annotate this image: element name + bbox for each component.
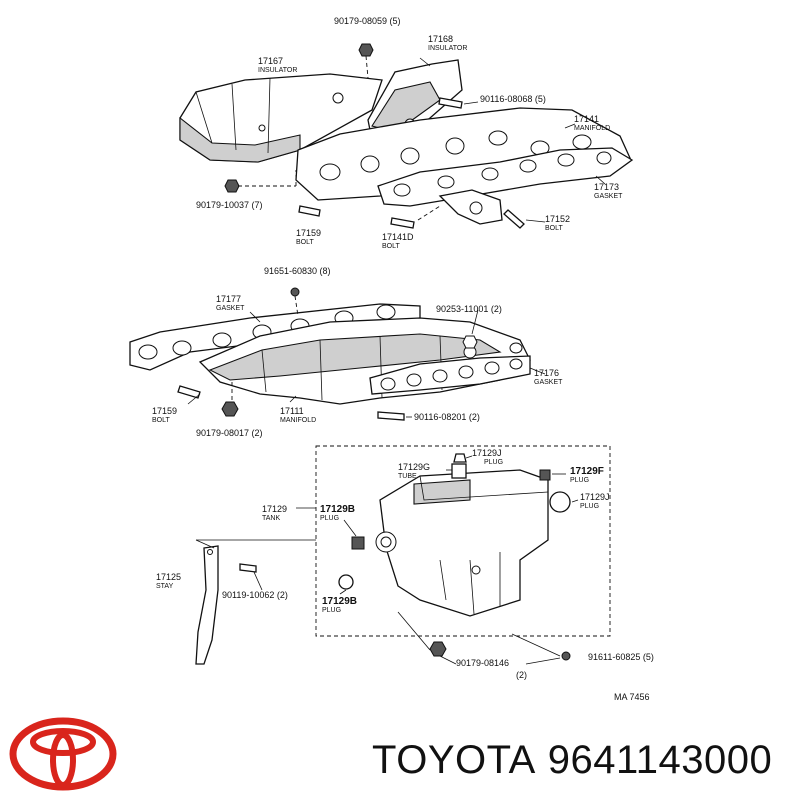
label-90179-08146: 90179-08146 xyxy=(456,658,509,668)
label-17129j-top: 17129J xyxy=(472,448,502,458)
exhaust-manifold-17141 xyxy=(295,107,631,201)
label-17129b-upper: 17129B xyxy=(320,504,355,515)
label-17152: 17152 xyxy=(545,214,570,224)
tank-plugs xyxy=(338,453,579,595)
label-17125-desc: STAY xyxy=(156,583,174,590)
label-17173: 17173 xyxy=(594,182,619,192)
label-17176: 17176 xyxy=(534,368,559,378)
label-90179-08017: 90179-08017 (2) xyxy=(196,428,263,438)
upper-fasteners xyxy=(224,43,606,229)
part-number: 9641143000 xyxy=(547,738,773,782)
exhaust-gasket-17173 xyxy=(377,147,634,225)
middle-fasteners xyxy=(177,287,546,421)
label-17129b-lower-desc: PLUG xyxy=(322,607,341,614)
label-17129b-lower: 17129B xyxy=(322,596,357,607)
diagram-code: MA 7456 xyxy=(614,692,650,702)
intake-gasket-17176 xyxy=(369,342,531,395)
label-17129-desc: TANK xyxy=(262,515,280,522)
label-17159-upper-desc: BOLT xyxy=(296,239,314,246)
callout-labels: 90179-08059 (5) 17168 INSULATOR 17167 IN… xyxy=(152,16,654,702)
label-90179-08146-qty: (2) xyxy=(516,670,527,680)
label-91611-60825: 91611-60825 (5) xyxy=(588,652,654,662)
label-17159-lower-desc: BOLT xyxy=(152,417,170,424)
label-90116-08201: 90116-08201 (2) xyxy=(414,412,480,422)
label-17129f-desc: PLUG xyxy=(570,477,589,484)
label-17129g: 17129G xyxy=(398,462,430,472)
label-17167: 17167 xyxy=(258,56,283,66)
label-17159-upper: 17159 xyxy=(296,228,321,238)
brand-name: TOYOTA xyxy=(372,738,536,782)
label-17125: 17125 xyxy=(156,572,181,582)
label-90119-10062: 90119-10062 (2) xyxy=(222,590,288,600)
label-17168: 17168 xyxy=(428,34,453,44)
label-90253-11001: 90253-11001 (2) xyxy=(436,304,502,314)
label-17129: 17129 xyxy=(262,504,287,514)
label-17177: 17177 xyxy=(216,294,241,304)
label-17129f: 17129F xyxy=(570,466,604,477)
label-17167-desc: INSULATOR xyxy=(258,67,297,74)
label-90179-08059: 90179-08059 (5) xyxy=(334,16,401,26)
label-17111-desc: MANIFOLD xyxy=(280,417,316,424)
label-17152-desc: BOLT xyxy=(545,225,563,232)
label-91651-60830: 91651-60830 (8) xyxy=(264,266,331,276)
lower-fasteners xyxy=(296,507,571,665)
intake-tank-17129 xyxy=(375,469,549,617)
stay-17125 xyxy=(195,539,316,665)
label-90179-10037: 90179-10037 (7) xyxy=(196,200,263,210)
insulator-17167 xyxy=(179,73,383,163)
label-17129j-right-desc: PLUG xyxy=(580,503,599,510)
label-17168-desc: INSULATOR xyxy=(428,45,467,52)
label-17141d-desc: BOLT xyxy=(382,243,400,250)
label-90116-08068: 90116-08068 (5) xyxy=(480,94,546,104)
label-17141d: 17141D xyxy=(382,232,414,242)
tank-frame xyxy=(315,445,611,637)
label-17176-desc: GASKET xyxy=(534,379,563,386)
label-17177-desc: GASKET xyxy=(216,305,245,312)
label-17111: 17111 xyxy=(280,406,304,416)
label-17173-desc: GASKET xyxy=(594,193,623,200)
label-17129j-right: 17129J xyxy=(580,492,610,502)
toyota-logo xyxy=(9,717,117,791)
label-17141-desc: MANIFOLD xyxy=(574,125,610,132)
label-17159-lower: 17159 xyxy=(152,406,177,416)
label-17141: 17141 xyxy=(574,114,599,124)
label-17129b-upper-desc: PLUG xyxy=(320,515,339,522)
label-17129j-top-desc: PLUG xyxy=(484,459,503,466)
label-17129g-desc: TUBE xyxy=(398,473,417,480)
